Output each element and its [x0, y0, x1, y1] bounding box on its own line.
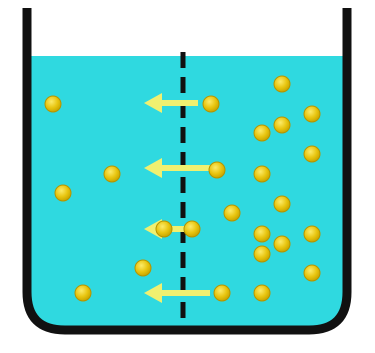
solute-particle — [156, 221, 172, 237]
solute-particle — [224, 205, 240, 221]
solute-particle — [254, 285, 270, 301]
solute-particle — [304, 226, 320, 242]
solute-particle — [304, 265, 320, 281]
solute-particle — [203, 96, 219, 112]
solute-particle — [209, 162, 225, 178]
solute-particle — [214, 285, 230, 301]
solute-particle — [254, 166, 270, 182]
solute-particle — [254, 246, 270, 262]
solute-particle — [254, 125, 270, 141]
solute-particle — [75, 285, 91, 301]
solute-particle — [45, 96, 61, 112]
solute-particle — [274, 196, 290, 212]
solute-particle — [135, 260, 151, 276]
solute-particle — [184, 221, 200, 237]
solute-particle — [254, 226, 270, 242]
water-fill — [27, 56, 347, 330]
solute-particle — [104, 166, 120, 182]
solute-particle — [274, 76, 290, 92]
solute-particle — [304, 146, 320, 162]
solute-particle — [274, 117, 290, 133]
solute-particle — [274, 236, 290, 252]
solute-particle — [304, 106, 320, 122]
solute-particle — [55, 185, 71, 201]
